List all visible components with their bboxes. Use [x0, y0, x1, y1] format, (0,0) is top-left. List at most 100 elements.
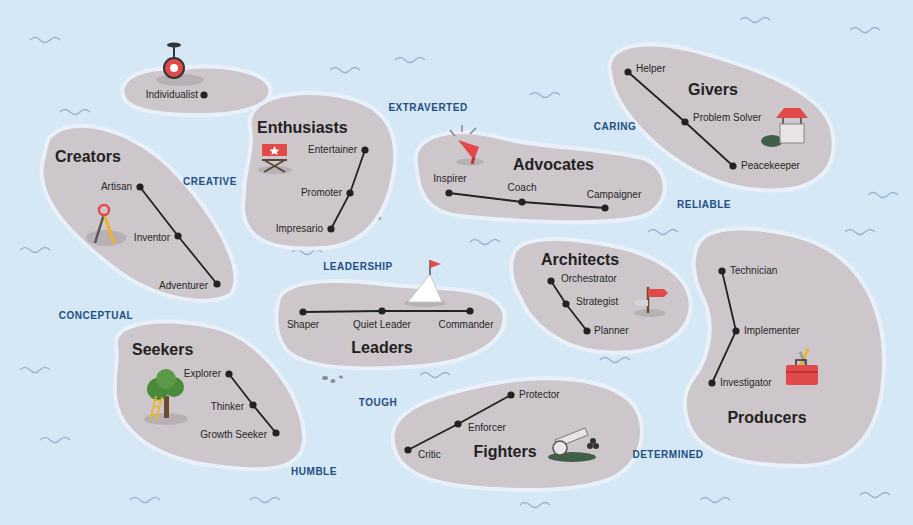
trait-label: EXTRAVERTED [388, 102, 467, 114]
label-anchor: Protector [519, 389, 560, 401]
tree-icon [164, 396, 169, 418]
type-label: Technician [730, 265, 777, 277]
island-land [278, 283, 502, 366]
compass-icon [95, 214, 104, 243]
label-anchor: Individualist [146, 89, 198, 101]
island-name: Architects [541, 250, 619, 269]
label-anchor: Architects [541, 250, 619, 269]
type-dot [708, 379, 715, 386]
label-anchor: Impresario [276, 223, 323, 235]
chair-icon [262, 144, 287, 156]
island-name: Leaders [351, 338, 412, 357]
cannon-icon [555, 428, 588, 447]
type-dot [136, 183, 143, 190]
type-label: Planner [594, 325, 628, 337]
label-anchor: Seekers [132, 340, 193, 359]
type-label: Peacekeeper [741, 160, 800, 172]
trait-label: DETERMINED [632, 449, 703, 461]
type-chain-line [449, 193, 605, 208]
type-dot [732, 327, 739, 334]
label-anchor: Inspirer [433, 173, 466, 185]
mound [404, 299, 446, 307]
island-name: Creators [55, 147, 121, 166]
type-label: Promoter [301, 187, 342, 199]
flag-icon [430, 260, 441, 268]
toolbox-icon [796, 360, 806, 365]
type-dot [346, 189, 353, 196]
island-land [418, 134, 663, 220]
island: Givers HelperProblem SolverPeacekeeper [598, 34, 848, 196]
type-dot [378, 307, 385, 314]
island: Fighters ProtectorEnforcerCritic [386, 368, 648, 494]
megaphone-icon [458, 140, 479, 160]
signpost-icon [648, 289, 668, 297]
type-dot [200, 91, 207, 98]
type-dot [624, 68, 631, 75]
label-anchor: Critic [418, 449, 441, 461]
well-icon [782, 118, 784, 124]
label-anchor: CARING [594, 121, 636, 133]
label-anchor: Helper [636, 63, 665, 75]
cannonball-icon [593, 443, 599, 449]
label-anchor: Strategist [576, 296, 618, 308]
label-anchor: Explorer [184, 368, 221, 380]
island-name: Producers [727, 408, 806, 427]
type-dot [601, 204, 608, 211]
type-dot [327, 225, 334, 232]
label-anchor: Advocates [513, 155, 594, 174]
type-label: Adventurer [159, 280, 208, 292]
compass-icon [99, 205, 109, 215]
label-anchor: HUMBLE [291, 466, 337, 478]
ladder-icon [156, 397, 162, 421]
island-shore [124, 69, 268, 114]
type-label: Explorer [184, 368, 221, 380]
chair-icon [270, 146, 280, 155]
island-land [245, 95, 393, 246]
toolbox-icon [786, 371, 818, 373]
type-label: Growth Seeker [200, 429, 267, 441]
island-shore [687, 230, 882, 464]
label-anchor: Creators [55, 147, 121, 166]
label-anchor: Investigator [720, 377, 772, 389]
type-dot [454, 420, 461, 427]
island-name: Advocates [513, 155, 594, 174]
label-anchor: Thinker [211, 401, 244, 413]
type-label: Inspirer [433, 173, 466, 185]
type-dot [681, 118, 688, 125]
type-chain-line [712, 271, 736, 383]
island-land [117, 323, 302, 467]
megaphone-icon [450, 130, 455, 136]
toolbox-icon [800, 349, 808, 366]
type-label: Investigator [720, 377, 772, 389]
type-label: Impresario [276, 223, 323, 235]
signpost-icon [634, 300, 648, 306]
mound [144, 413, 188, 425]
trait-label: CONCEPTUAL [59, 310, 133, 322]
island-shape [386, 368, 648, 494]
tree-icon [156, 369, 176, 389]
label-anchor: Growth Seeker [200, 429, 267, 441]
type-dot [213, 280, 220, 287]
island-shape [678, 222, 890, 470]
label-anchor: Entertainer [308, 144, 357, 156]
type-dot [361, 146, 368, 153]
island-name: Seekers [132, 340, 193, 359]
island-land [44, 128, 234, 299]
compass-icon [104, 214, 114, 243]
type-label: Problem Solver [693, 112, 761, 124]
type-label: Thinker [211, 401, 244, 413]
well-icon [780, 124, 804, 143]
type-dot [445, 189, 452, 196]
type-label: Implementer [744, 325, 800, 337]
island-shore [44, 128, 234, 299]
mound [156, 74, 204, 86]
type-label: Critic [418, 449, 441, 461]
island: CreatorsArtisanInventorAdventurer [30, 110, 255, 315]
label-anchor: Givers [688, 80, 738, 99]
megaphone-icon [461, 125, 463, 132]
label-anchor: CONCEPTUAL [59, 310, 133, 322]
island-name: Fighters [473, 442, 536, 461]
type-dot [272, 429, 279, 436]
label-anchor: Enforcer [468, 422, 506, 434]
label-anchor: Implementer [744, 325, 800, 337]
